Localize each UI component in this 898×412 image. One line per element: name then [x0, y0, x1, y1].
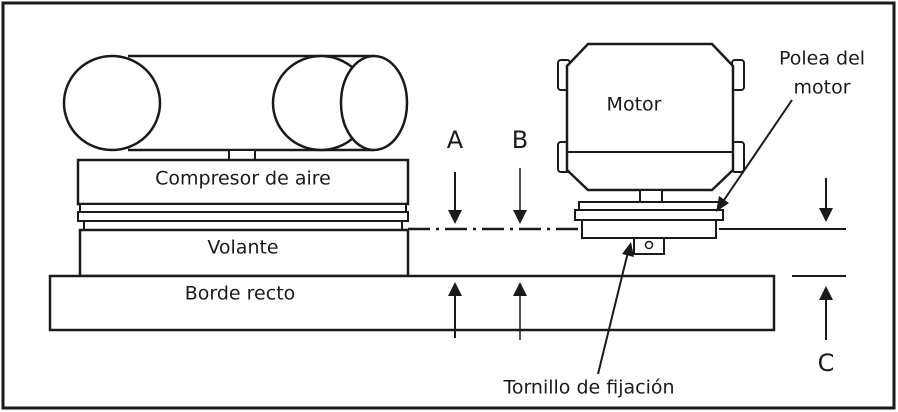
- pointer-arrow-icon: [716, 196, 729, 212]
- straight-edge-label: Borde recto: [185, 283, 296, 305]
- set-screw-label: Tornillo de fijación: [502, 377, 674, 399]
- compressor-pulley-ring-bottom: [83, 220, 403, 231]
- motor-pulley-ring-bottom: [581, 219, 717, 239]
- motor-label: Motor: [607, 94, 662, 116]
- measurement-a: [448, 172, 462, 338]
- motor: [557, 42, 745, 255]
- measurement-b: [513, 168, 527, 340]
- set-screw-leader: [597, 251, 629, 375]
- motor-pulley-label-line1: Polea del: [779, 48, 865, 70]
- motor-pulley-leader: [721, 99, 793, 204]
- cylinder-right-outer: [339, 54, 409, 152]
- arrow-up-icon: [448, 282, 462, 296]
- flywheel: [78, 228, 410, 278]
- motor-pulley-label-line2: motor: [793, 77, 850, 99]
- motor-pulley-ring-top: [578, 201, 720, 211]
- arrow-up-icon: [819, 286, 833, 300]
- motor-housing: [565, 42, 735, 192]
- arrow-down-icon: [448, 210, 462, 224]
- compressor-pulley-ring-mid: [77, 211, 409, 222]
- pointer-arrow-icon: [622, 242, 634, 257]
- arrow-down-icon: [513, 210, 527, 224]
- compressor-label: Compresor de aire: [155, 168, 331, 190]
- compressor-pulley-ring-top: [79, 203, 407, 213]
- measurement-c: [819, 178, 833, 340]
- cylinder-left-outer: [62, 54, 162, 152]
- straight-edge: [48, 274, 776, 332]
- flywheel-label: Volante: [207, 237, 278, 259]
- compressor-cylinders: [62, 54, 409, 161]
- arrow-up-icon: [513, 282, 527, 296]
- motor-shaft: [639, 189, 663, 203]
- point-b-label: B: [512, 126, 528, 154]
- point-c-label: C: [818, 349, 835, 377]
- motor-pulley-ring-mid: [574, 209, 724, 221]
- set-screw-icon: [644, 240, 654, 250]
- arrow-down-icon: [819, 208, 833, 222]
- point-a-label: A: [447, 126, 464, 154]
